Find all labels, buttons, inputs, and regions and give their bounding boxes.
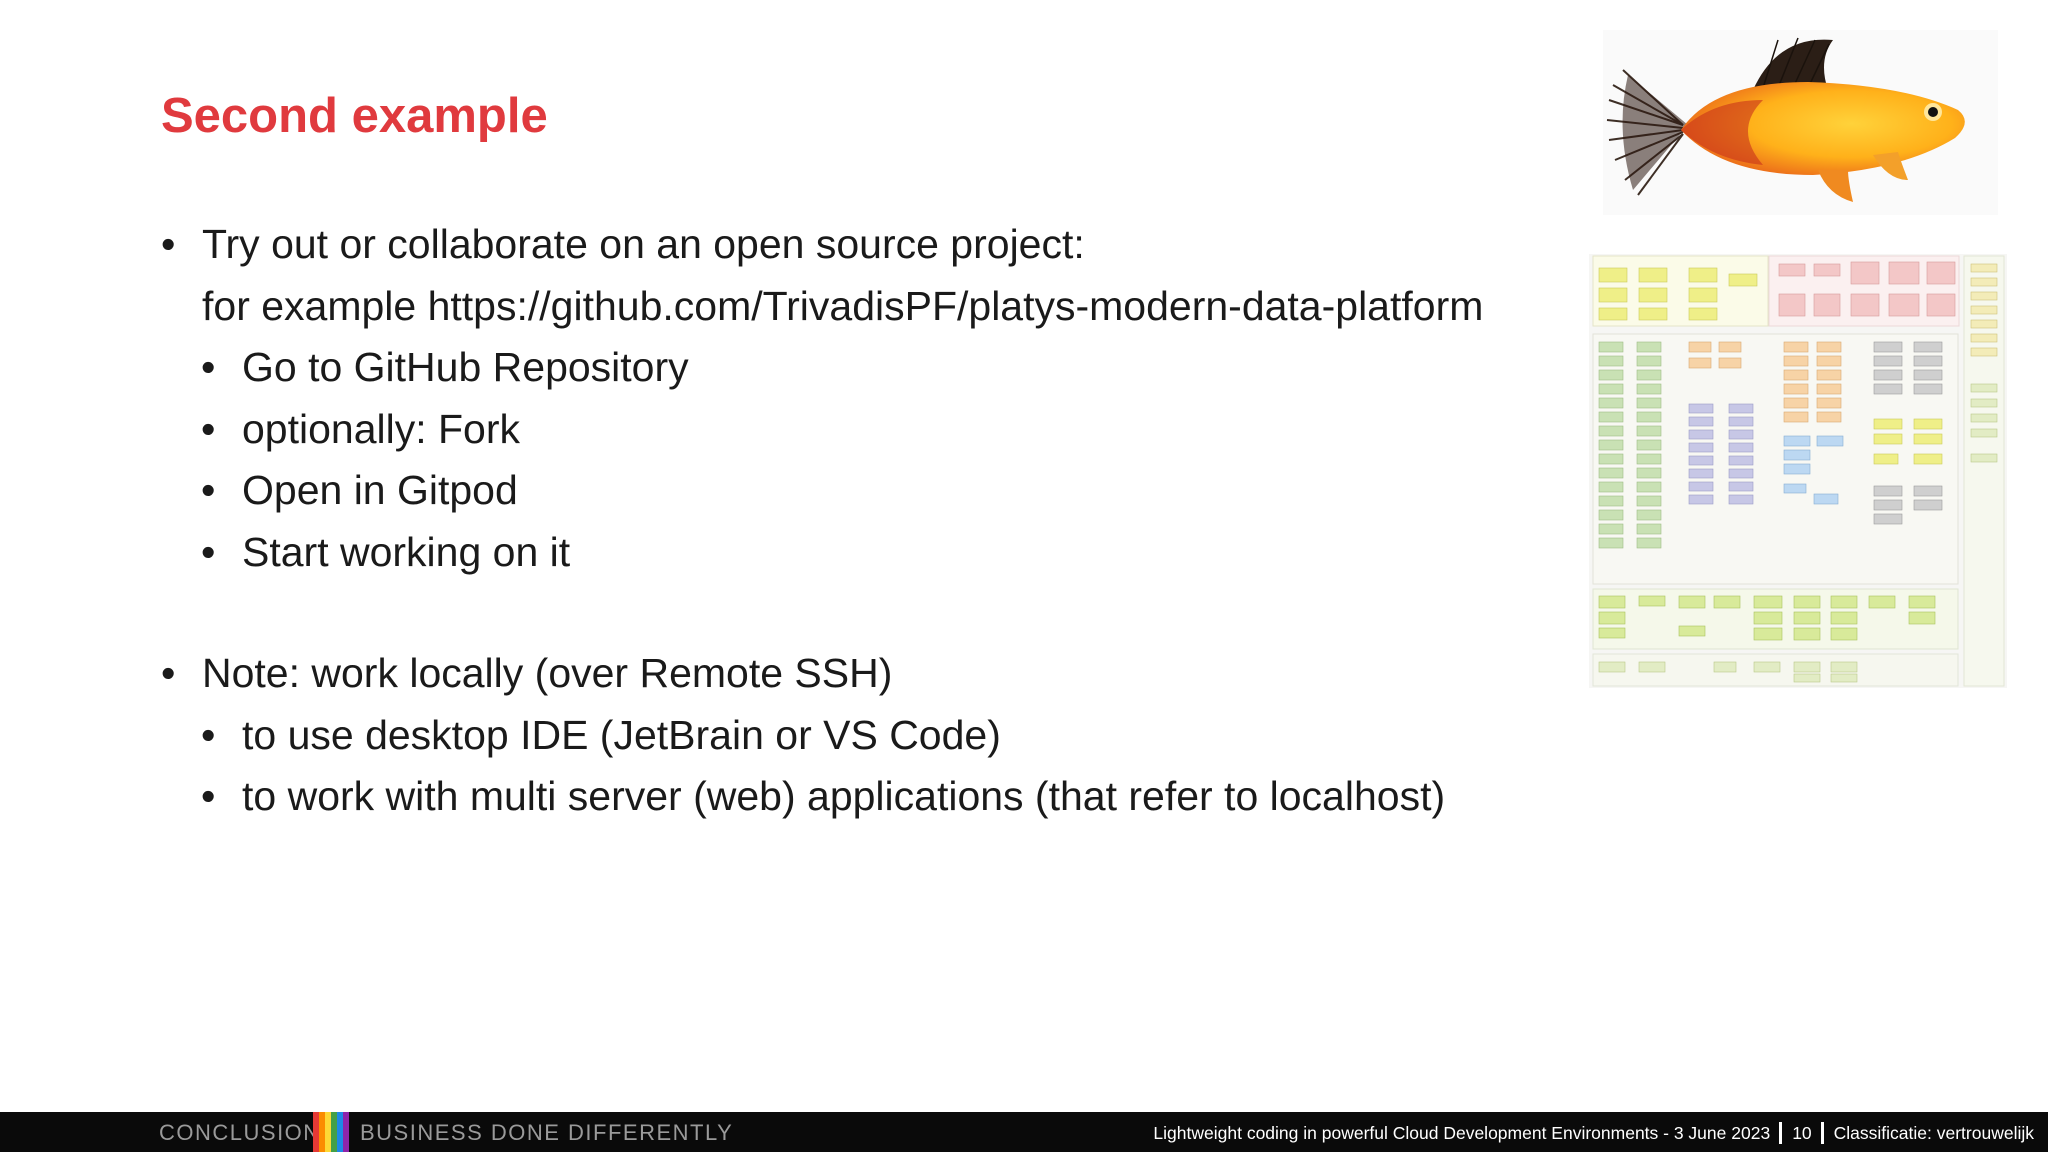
bullet-continuation: for example https://github.com/TrivadisP… bbox=[161, 276, 1483, 338]
platy-fish-image bbox=[1603, 30, 1998, 215]
footer-separator bbox=[1820, 1122, 1824, 1144]
bullet-glyph: • bbox=[201, 711, 216, 758]
bullet-glyph: • bbox=[201, 344, 216, 390]
bullet-glyph: • bbox=[201, 773, 216, 819]
stripe bbox=[319, 1112, 325, 1152]
sub-bullet-item: • Go to GitHub Repository bbox=[161, 337, 1483, 399]
footer-bar: CONCLUSION BUSINESS DONE DIFFERENTLY Lig… bbox=[0, 1112, 2048, 1152]
sub-bullet-item: • Start working on it bbox=[161, 522, 1483, 584]
bullet-text: Note: work locally (over Remote SSH) bbox=[202, 650, 893, 696]
stripe bbox=[313, 1112, 319, 1152]
bullet-list-1: • Try out or collaborate on an open sour… bbox=[161, 214, 1483, 583]
sub-bullet-item: • to work with multi server (web) applic… bbox=[161, 766, 1445, 828]
stripe bbox=[325, 1112, 331, 1152]
bullet-list-2: • Note: work locally (over Remote SSH) •… bbox=[161, 643, 1445, 828]
stripe bbox=[331, 1112, 337, 1152]
stripe bbox=[343, 1112, 349, 1152]
page-number: 10 bbox=[1792, 1123, 1812, 1143]
sub-bullet-text: Go to GitHub Repository bbox=[242, 344, 689, 390]
bullet-glyph: • bbox=[161, 650, 176, 696]
sub-bullet-text: to use desktop IDE (JetBrain or VS Code) bbox=[242, 711, 1001, 758]
sub-bullet-text: to work with multi server (web) applicat… bbox=[242, 773, 1446, 819]
bullet-url-text: for example https://github.com/TrivadisP… bbox=[202, 282, 1484, 329]
sub-bullet-text: optionally: Fork bbox=[242, 405, 521, 452]
sub-bullet-item: • Open in Gitpod bbox=[161, 460, 1483, 522]
bullet-text: Try out or collaborate on an open source… bbox=[202, 221, 1085, 267]
sub-bullet-text: Open in Gitpod bbox=[242, 467, 518, 513]
bullet-glyph: • bbox=[201, 528, 216, 575]
classification-label: Classificatie: vertrouwelijk bbox=[1833, 1123, 2034, 1143]
footer-color-stripes bbox=[313, 1112, 349, 1152]
sub-bullet-item: • to use desktop IDE (JetBrain or VS Cod… bbox=[161, 705, 1445, 767]
footer-slogan: BUSINESS DONE DIFFERENTLY bbox=[360, 1120, 734, 1145]
bullet-item: • Note: work locally (over Remote SSH) bbox=[161, 643, 1445, 705]
presentation-info: Lightweight coding in powerful Cloud Dev… bbox=[1153, 1123, 1771, 1143]
slide-title: Second example bbox=[161, 89, 548, 143]
sub-bullet-text: Start working on it bbox=[242, 528, 571, 575]
footer-separator bbox=[1779, 1122, 1783, 1144]
bullet-glyph: • bbox=[201, 405, 216, 452]
bullet-item: • Try out or collaborate on an open sour… bbox=[161, 214, 1483, 276]
footer-info: Lightweight coding in powerful Cloud Dev… bbox=[1153, 1122, 2034, 1144]
bullet-glyph: • bbox=[161, 221, 176, 267]
bullet-glyph: • bbox=[201, 467, 216, 513]
stripe bbox=[337, 1112, 343, 1152]
sub-bullet-item: • optionally: Fork bbox=[161, 399, 1483, 461]
platform-architecture-diagram-image bbox=[1589, 254, 2007, 688]
footer-brand-conclusion: CONCLUSION bbox=[159, 1120, 321, 1145]
